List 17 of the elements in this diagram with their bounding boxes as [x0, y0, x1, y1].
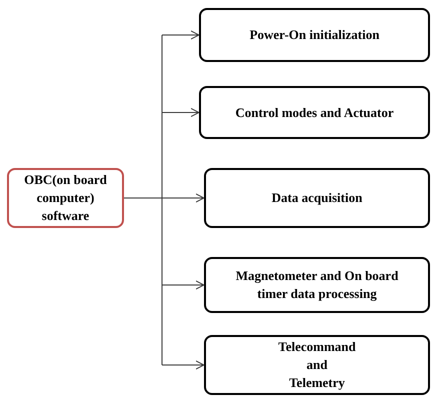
process-box: [7, 168, 124, 228]
box-label: Telecommand and Telemetry: [278, 338, 356, 392]
box-label: Power-On initialization: [250, 26, 380, 44]
box-label: Data acquisition: [272, 189, 362, 207]
box-label: Magnetometer and On board timer data processing: [234, 267, 400, 303]
process-box: [204, 257, 430, 313]
process-box: [204, 335, 430, 395]
connector-arrow: [162, 360, 204, 370]
process-box: [204, 168, 430, 228]
connector-arrow: [162, 194, 204, 202]
process-box: [199, 8, 430, 62]
connector-arrow: [162, 280, 204, 290]
box-label: OBC(on board computer) software: [23, 171, 108, 225]
connector-arrow: [162, 30, 200, 40]
connector-arrow: [162, 108, 200, 117]
box-label: Control modes and Actuator: [235, 104, 394, 122]
process-box: [199, 86, 430, 139]
